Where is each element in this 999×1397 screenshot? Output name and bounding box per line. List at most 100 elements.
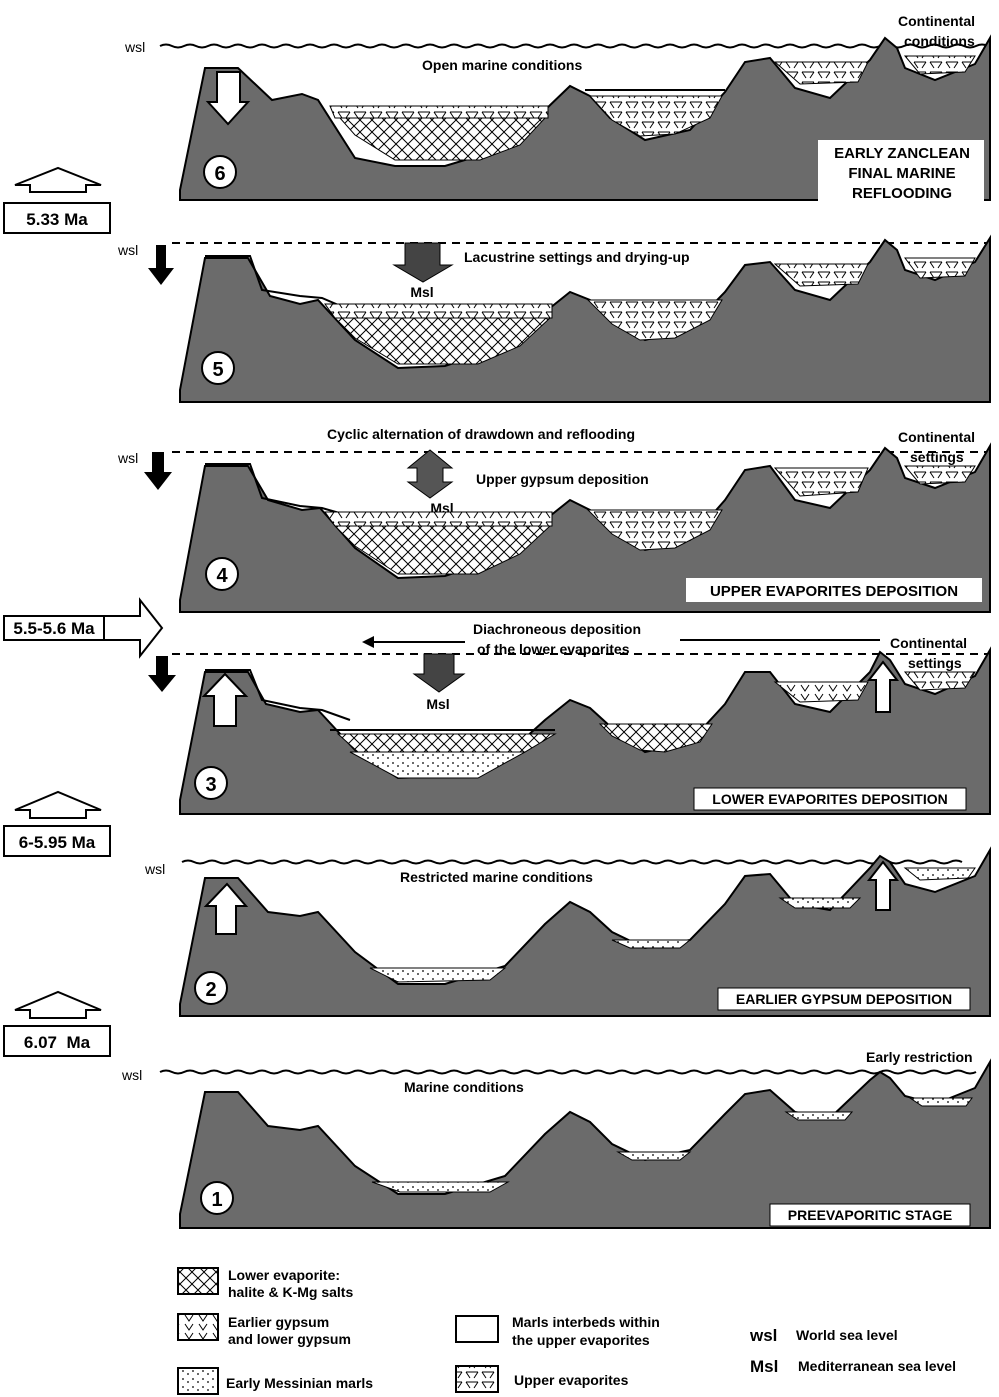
stage-title: UPPER EVAPORITES DEPOSITION [710, 583, 958, 600]
shelf-marl-coating [205, 669, 351, 721]
rock-profile [179, 1058, 991, 1229]
rock-profile [179, 34, 991, 201]
stage-number: 6 [214, 163, 225, 185]
basin-continental-evaporites [903, 671, 976, 691]
basin-far-east-gypsum [773, 681, 869, 703]
annotation-early-restriction: Early restriction [866, 1049, 973, 1065]
legend-marls-interbeds-line-1: Marls interbeds within [512, 1314, 660, 1330]
legend: Lower evaporite: halite & K-Mg salts Ear… [177, 1267, 956, 1395]
legend-swatch-marls-interbeds [455, 1315, 499, 1343]
annotation-conditions: conditions [904, 33, 975, 49]
stage-title-line-2: FINAL MARINE [848, 165, 955, 182]
legend-msl-abbr: Msl [750, 1357, 778, 1376]
legend-swatch-early-marls [177, 1367, 219, 1395]
wsl-label: wsl [117, 450, 138, 466]
legend-swatch-upper-evaporites [455, 1365, 499, 1393]
stage-3-panel: Diachroneous deposition of the lower eva… [148, 621, 991, 815]
age-label: 5.33 Ma [26, 210, 88, 229]
wsl-label: wsl [121, 1067, 142, 1083]
stage-number: 4 [216, 565, 228, 587]
age-box [3, 1025, 111, 1057]
annotation-diachroneous: Diachroneous deposition [473, 621, 641, 637]
arrow-up-hollow-east [866, 660, 900, 713]
legend-earlier-gypsum-line-1: Earlier gypsum [228, 1314, 329, 1330]
shelf-marl-coating [205, 463, 351, 517]
stage-4-panel: Cyclic alternation of drawdown and reflo… [117, 426, 991, 613]
stage-title-box [717, 987, 971, 1011]
shelf-marl-coating [205, 255, 351, 311]
rock-profile [179, 646, 991, 815]
stage-number: 3 [205, 774, 216, 796]
basin-far-east-evaporites [773, 263, 869, 287]
msl-label: Msl [426, 696, 449, 712]
annotation-continental: Continental [890, 635, 967, 651]
annotation-settings: settings [910, 449, 964, 465]
age-label: 6-5.95 Ma [19, 833, 96, 852]
basin-lower-gypsum [349, 751, 526, 779]
arrow-double-msl [406, 449, 454, 499]
basin-far-east-evaporites [773, 467, 869, 497]
age-label: 6.07 Ma [24, 1033, 91, 1052]
arrow-down-solid [144, 452, 172, 490]
arrow-up-hollow [201, 672, 249, 727]
stage-title-box [818, 140, 984, 202]
basin-east-evaporites [586, 509, 723, 551]
stage-title: LOWER EVAPORITES DEPOSITION [712, 791, 947, 807]
stage-5-panel: wsl Msl Lacustrine settings and drying-u… [117, 234, 991, 403]
age-arrow-up [14, 790, 102, 819]
stage-1-panel: wsl Marine conditions Early restriction … [121, 1049, 991, 1229]
arrow-down-hollow [205, 71, 251, 126]
basin-marls [369, 967, 507, 983]
legend-early-marls: Early Messinian marls [226, 1375, 373, 1391]
annotation-restricted-marine: Restricted marine conditions [400, 869, 593, 885]
age-arrow-up [14, 166, 102, 193]
legend-earlier-gypsum-line-2: and lower gypsum [228, 1331, 351, 1347]
age-marker-6-07: 6.07 Ma [3, 990, 111, 1057]
legend-upper-evaporites: Upper evaporites [514, 1372, 629, 1388]
basin-continental-evaporites [903, 55, 976, 75]
basin-east-evaporites [588, 95, 723, 137]
annotation-cyclic: Cyclic alternation of drawdown and reflo… [327, 426, 635, 442]
stage-number-circle [200, 1181, 234, 1215]
stage-title: PREEVAPORITIC STAGE [788, 1207, 952, 1223]
annotation-settings: settings [908, 655, 962, 671]
wsl-label: wsl [144, 861, 165, 877]
basin-east-marls [611, 939, 692, 949]
basin-far-east-marls [778, 897, 862, 909]
annotation-upper-gypsum: Upper gypsum deposition [476, 471, 649, 487]
age-arrow-right [3, 597, 164, 659]
stage-6-panel: wsl Open marine conditions Continental c… [124, 13, 991, 202]
basin-continental-evaporites [904, 257, 976, 279]
stage-number: 1 [211, 1189, 222, 1211]
basin-upper-evaporites [329, 105, 549, 119]
basin-far-east-evaporites [773, 61, 869, 85]
age-marker-5-33: 5.33 Ma [3, 166, 111, 234]
world-sea-level-line [181, 859, 963, 865]
stage-number-circle [194, 766, 228, 800]
age-box [3, 825, 111, 857]
basin-upper-evaporites [324, 511, 553, 527]
wsl-label: wsl [124, 39, 145, 55]
age-box [3, 202, 111, 234]
legend-wsl-text: World sea level [796, 1327, 898, 1343]
annotation-marine-conditions: Marine conditions [404, 1079, 524, 1095]
basin-east-halite [598, 723, 713, 753]
stage-number-circle [201, 351, 235, 385]
annotation-continental: Continental [898, 13, 975, 29]
basin-east-marls [616, 1151, 692, 1161]
age-arrow-up [14, 990, 102, 1019]
world-sea-level-line [159, 43, 989, 49]
stage-number: 2 [205, 979, 216, 1001]
stage-2-panel: wsl Restricted marine conditions 2 EARLI… [144, 846, 991, 1017]
basin-continental-marls [903, 867, 976, 881]
annotation-lacustrine: Lacustrine settings and drying-up [464, 249, 690, 265]
stage-number-circle [205, 557, 239, 591]
arrow-down-msl [392, 242, 454, 283]
age-marker-6-5-95: 6-5.95 Ma [3, 790, 111, 857]
stage-number-circle [203, 155, 237, 189]
stage-title-line-3: REFLOODING [852, 185, 952, 202]
arrow-down-solid [148, 656, 176, 692]
wsl-label: wsl [117, 242, 138, 258]
annotation-continental: Continental [898, 429, 975, 445]
